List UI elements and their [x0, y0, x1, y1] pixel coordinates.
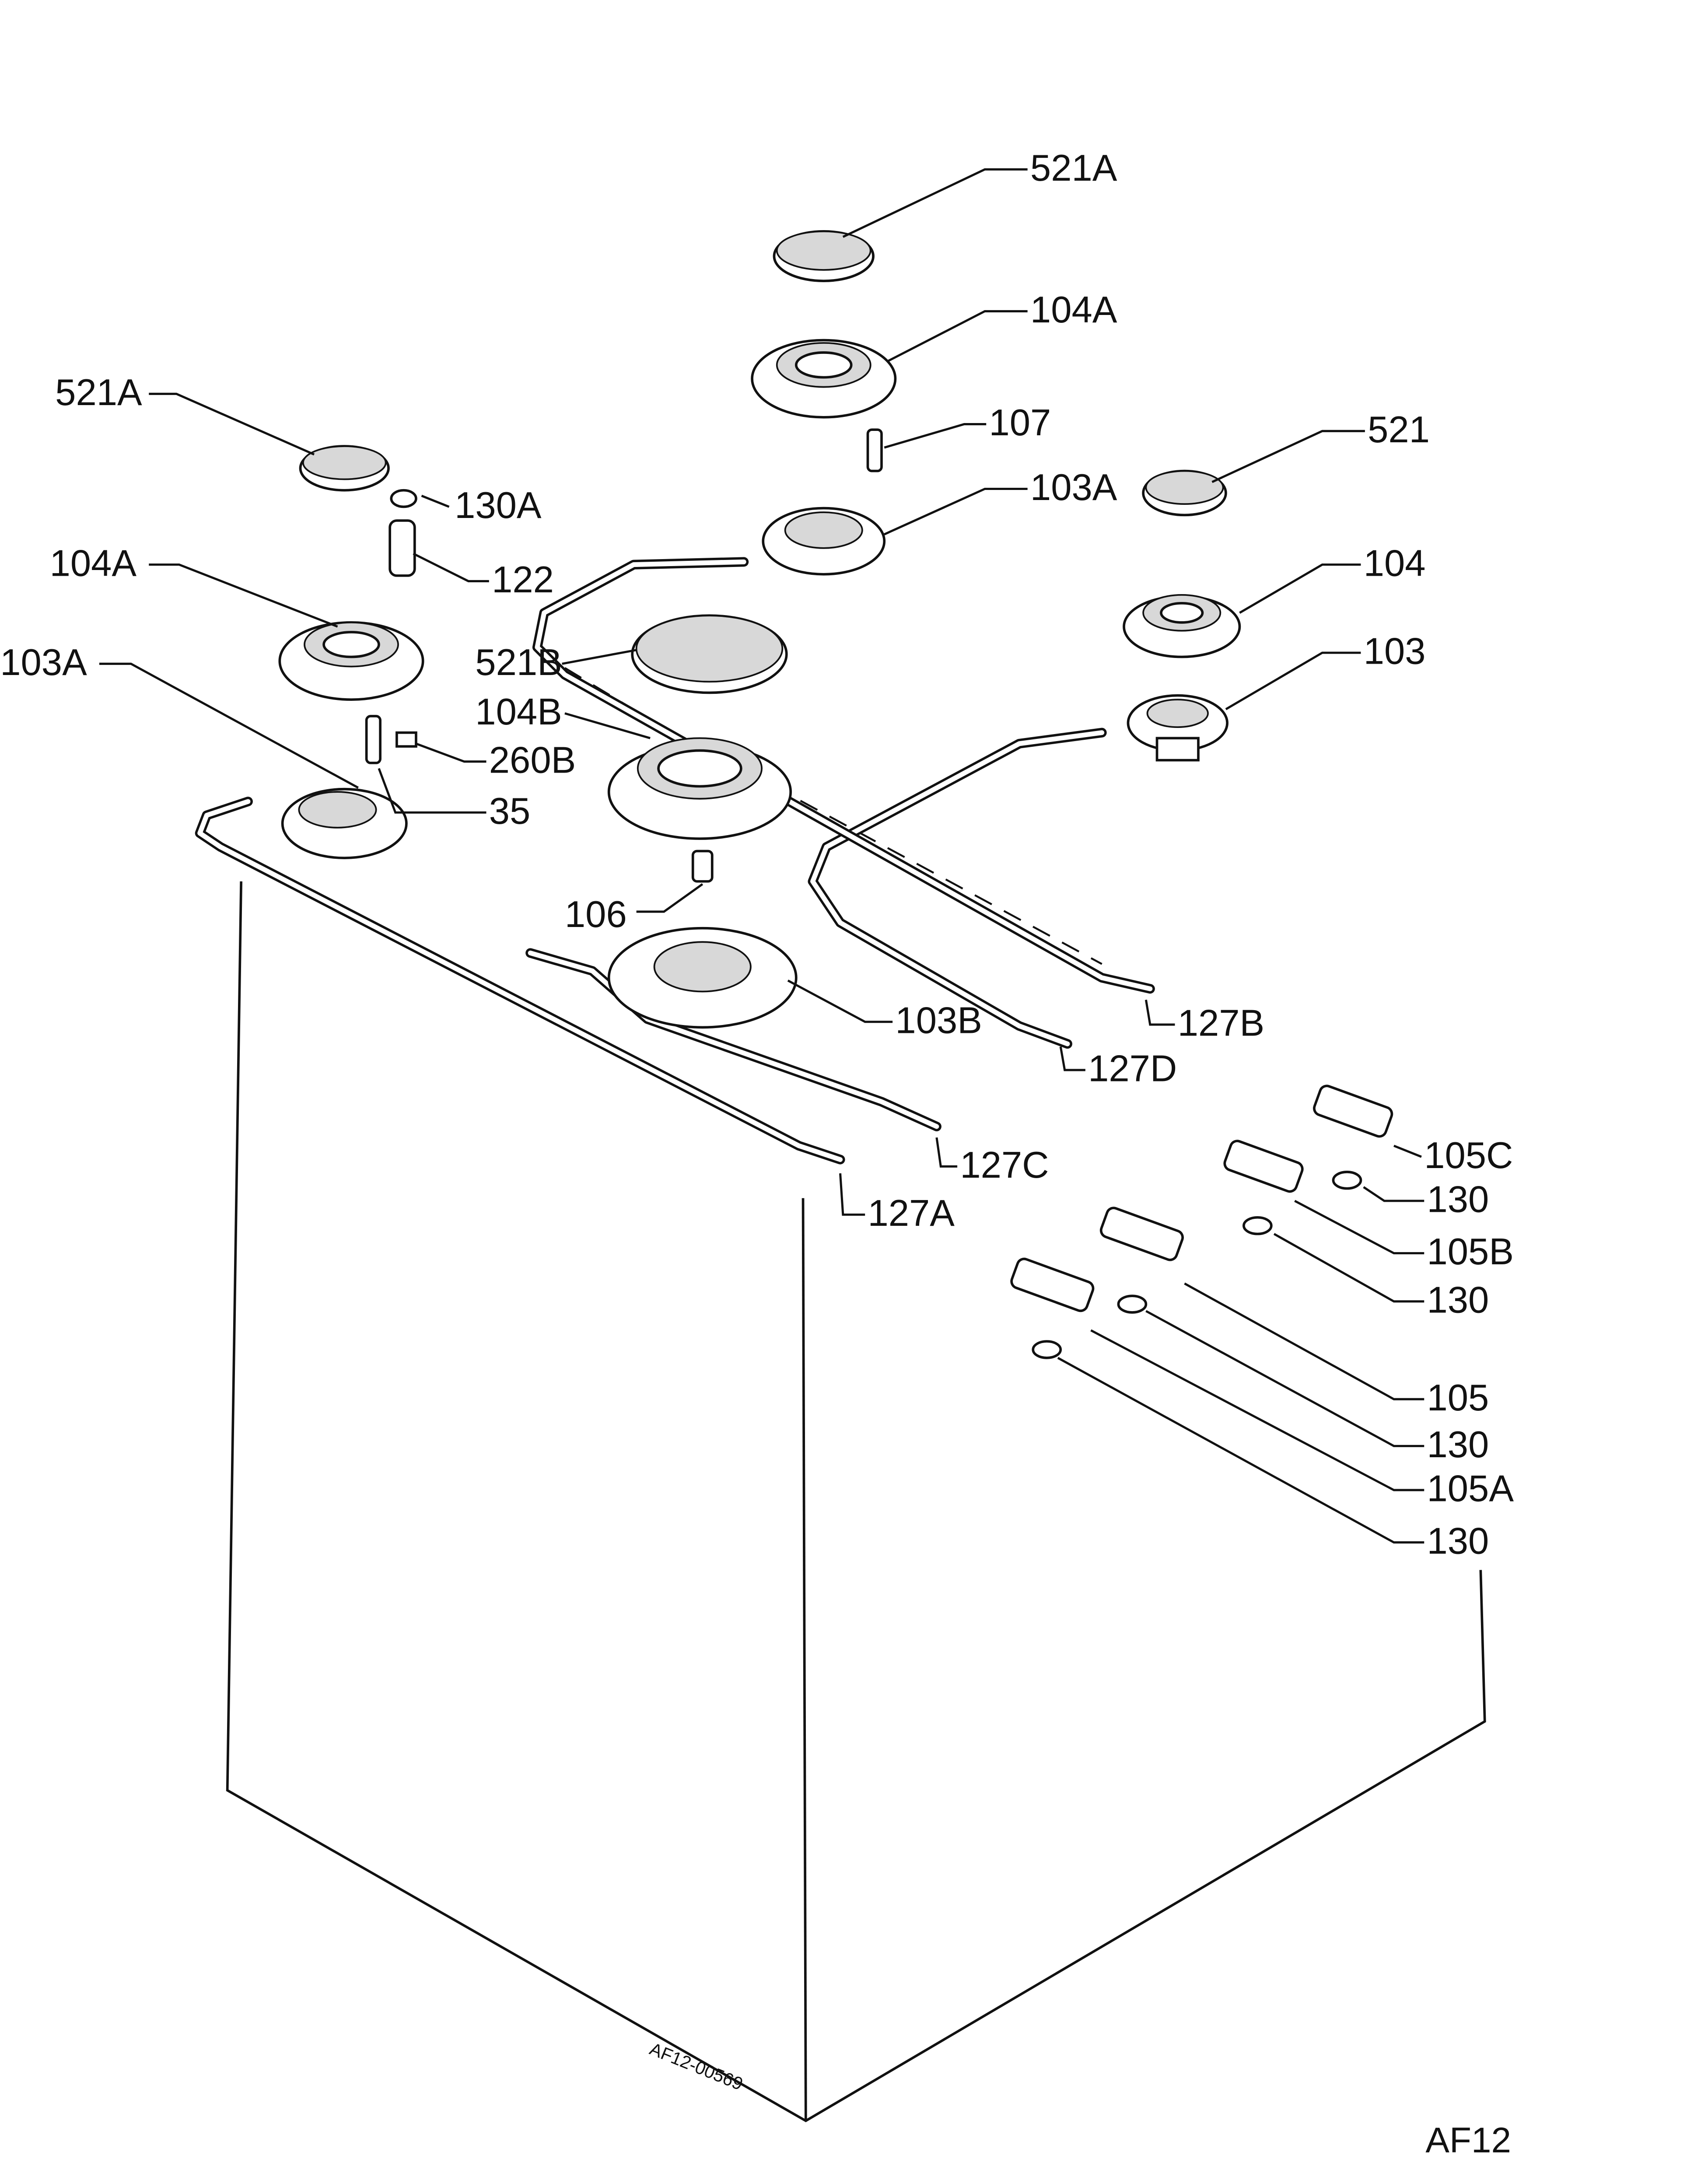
- label-260b: 260B: [489, 739, 576, 781]
- washer-130a: [390, 489, 417, 508]
- label-521b: 521B: [475, 642, 562, 683]
- label-104: 104: [1364, 542, 1426, 584]
- part-35-electrode: [365, 715, 382, 764]
- label-521a-top: 521A: [1030, 147, 1117, 189]
- label-103a-top: 103A: [1030, 467, 1117, 508]
- burner-base-103: [1127, 694, 1228, 762]
- label-105b: 105B: [1427, 1231, 1514, 1273]
- burner-base-103a-top: [762, 507, 886, 576]
- burner-cap-521b: [631, 614, 788, 694]
- cooker-cabinet: [226, 881, 1486, 2123]
- valve-105: [1099, 1207, 1184, 1261]
- burner-104a-left: [278, 621, 424, 701]
- label-127d: 127D: [1088, 1048, 1177, 1090]
- burner-104b: [607, 737, 792, 840]
- burner-cap-521a-top: [773, 230, 875, 283]
- washers-130: [1032, 1171, 1362, 1359]
- label-107: 107: [989, 402, 1051, 444]
- label-35: 35: [489, 791, 531, 832]
- label-104b: 104B: [475, 691, 562, 733]
- label-127c: 127C: [960, 1144, 1049, 1186]
- part-107-thermocouple: [866, 428, 883, 472]
- burner-base-103b: [607, 927, 798, 1029]
- label-127a: 127A: [868, 1193, 955, 1234]
- label-127b: 127B: [1178, 1003, 1264, 1044]
- label-103a-left: 103A: [0, 642, 87, 683]
- label-521a-left: 521A: [55, 372, 142, 413]
- title-code: AF12: [1425, 2120, 1511, 2160]
- drawing-number: AF12-00569: [647, 2039, 746, 2094]
- burner-base-103a-left: [281, 787, 408, 859]
- burner-104a-top: [751, 339, 897, 419]
- label-103: 103: [1364, 631, 1426, 672]
- label-105: 105: [1427, 1377, 1489, 1419]
- part-106-injector: [691, 850, 714, 883]
- label-105c: 105C: [1424, 1135, 1513, 1176]
- label-130-2: 130: [1427, 1279, 1489, 1321]
- leader-lines: [99, 168, 1424, 1544]
- label-130a: 130A: [455, 485, 542, 526]
- label-106: 106: [565, 894, 627, 935]
- valve-105a: [1010, 1257, 1095, 1312]
- label-103b: 103B: [895, 1000, 982, 1041]
- burner-104: [1123, 594, 1241, 658]
- label-104a-left: 104A: [50, 542, 137, 584]
- part-260b: [396, 731, 417, 748]
- valve-105b: [1223, 1140, 1304, 1193]
- label-130-3: 130: [1427, 1424, 1489, 1466]
- burner-cap-521a-left: [299, 445, 390, 492]
- burner-cap-521: [1142, 469, 1227, 517]
- label-130-4: 130: [1427, 1520, 1489, 1562]
- label-104a-top: 104A: [1030, 289, 1117, 331]
- label-122: 122: [492, 559, 554, 601]
- valve-105c: [1313, 1084, 1393, 1138]
- part-122: [388, 519, 416, 577]
- label-521: 521: [1368, 409, 1430, 451]
- label-130-1: 130: [1427, 1179, 1489, 1221]
- label-105a: 105A: [1427, 1468, 1514, 1510]
